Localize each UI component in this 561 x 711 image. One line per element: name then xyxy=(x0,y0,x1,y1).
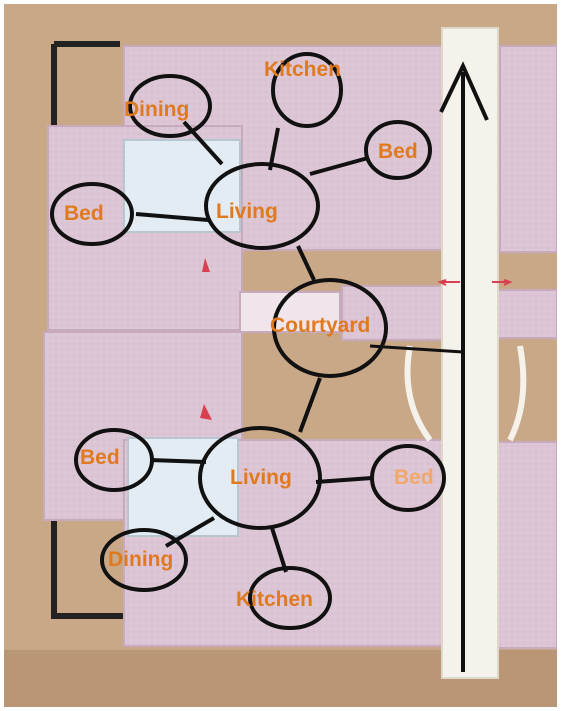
glass-lower xyxy=(127,437,239,537)
frame-outline-bottom xyxy=(51,520,128,619)
white-hook-left xyxy=(404,345,433,442)
label-dining-bottom: Dining xyxy=(108,548,173,571)
white-path-strip xyxy=(441,27,499,679)
bubble-bed-top-left xyxy=(50,182,134,246)
label-bed-top-right: Bed xyxy=(378,140,418,163)
label-bed-top-left: Bed xyxy=(64,202,104,225)
bubble-living-top xyxy=(204,162,320,250)
foam-courtyard-far-right xyxy=(493,289,558,339)
red-arrows-path xyxy=(437,279,513,286)
label-bed-bottom-right: Bed xyxy=(394,466,434,489)
bubble-dining-top xyxy=(128,74,212,138)
label-bed-bottom-left: Bed xyxy=(80,446,120,469)
label-living-bottom: Living xyxy=(230,466,292,489)
slat-left xyxy=(239,291,341,333)
circulation-arrow-head xyxy=(439,61,489,121)
label-kitchen-top: Kitchen xyxy=(264,58,341,81)
bubble-kitchen-top xyxy=(271,52,343,128)
frame-outline-top xyxy=(51,41,120,130)
white-hook-right xyxy=(507,345,527,442)
bubble-dining-bottom xyxy=(100,528,188,592)
foam-courtyard-right xyxy=(341,285,443,341)
red-mark-upper xyxy=(202,258,210,272)
foam-block-right-upper xyxy=(499,45,558,253)
label-courtyard: Courtyard xyxy=(270,314,370,337)
label-living-top: Living xyxy=(216,200,278,223)
red-mark-lower xyxy=(200,404,212,420)
bubble-bed-bottom-left xyxy=(74,428,154,492)
bubble-living-bottom xyxy=(198,426,322,530)
courtyard-to-path-line xyxy=(369,344,464,354)
foam-block-right-lower xyxy=(493,441,558,649)
label-kitchen-bottom: Kitchen xyxy=(236,588,313,611)
label-dining-top: Dining xyxy=(124,98,189,121)
bubble-courtyard xyxy=(272,278,388,378)
connectors-upper xyxy=(135,120,369,281)
bubble-bed-bottom-right xyxy=(370,444,446,512)
bubble-bed-top-right xyxy=(364,120,432,180)
bubble-kitchen-bottom xyxy=(248,566,332,630)
